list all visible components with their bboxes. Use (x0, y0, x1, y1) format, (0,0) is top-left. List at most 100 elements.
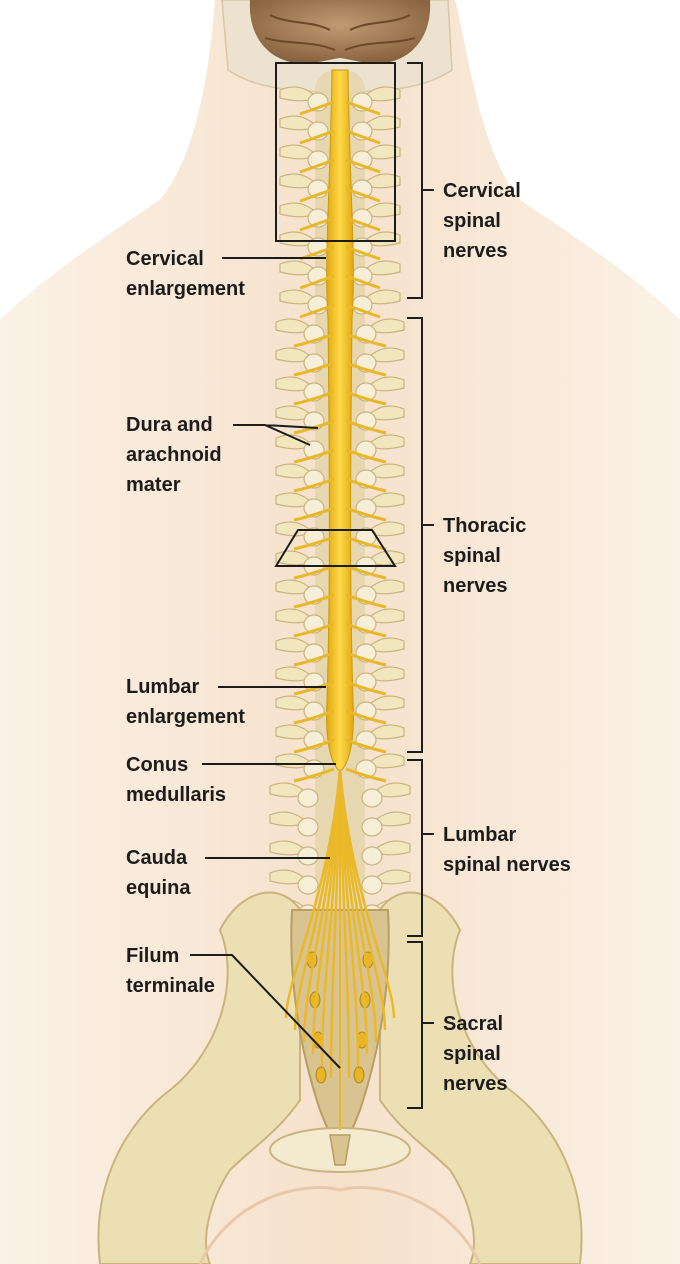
label-line: Cervical (443, 180, 521, 202)
label-line: terminale (126, 975, 215, 997)
nerve-root-left (299, 274, 335, 290)
label-line: Sacral (443, 1013, 504, 1035)
label-line: mater (126, 474, 181, 496)
sacral-bracket (407, 941, 434, 1109)
nerve-root-right (345, 564, 387, 580)
nerve-root-left (293, 332, 335, 348)
nerve-root-left (293, 709, 335, 725)
lamina-right (361, 788, 383, 808)
nerve-root-right (345, 419, 387, 435)
lamina-right (361, 875, 383, 895)
pelvis-right (379, 891, 583, 1264)
label-dura-arachnoid-mater: Dura and arachnoid mater (126, 410, 222, 500)
nerve-root-left (293, 506, 335, 522)
nerve-root-left (293, 593, 335, 609)
label-line: spinal (443, 210, 501, 232)
coccyx (329, 1134, 351, 1166)
lamina-left (297, 788, 319, 808)
label-cauda-equina: Cauda equina (126, 843, 190, 903)
label-line: spinal (443, 1043, 501, 1065)
brain (249, 0, 431, 64)
label-line: spinal nerves (443, 854, 571, 876)
label-line: Cervical (126, 248, 204, 270)
lamina-left (297, 846, 319, 866)
nerve-root-right (345, 477, 387, 493)
label-line: arachnoid (126, 444, 222, 466)
nerve-root-right (345, 332, 387, 348)
label-line: Filum (126, 945, 180, 967)
brain-folds (264, 14, 416, 51)
label-cervical-enlargement: Cervical enlargement (126, 244, 245, 304)
cauda-equina (284, 769, 396, 1079)
label-line: enlargement (126, 278, 245, 300)
nerve-root-left (299, 129, 335, 145)
label-line: Conus (126, 754, 189, 776)
foramen-right (353, 1066, 365, 1084)
nerve-root-right (345, 245, 381, 261)
nerve-root-right (345, 274, 381, 290)
label-line: Lumbar (126, 676, 200, 698)
nerve-root-left (293, 622, 335, 638)
nerve-root-right (345, 100, 381, 116)
nerve-root-left (299, 187, 335, 203)
label-filum-terminale: Filum terminale (126, 941, 215, 1001)
nerve-root-left (299, 158, 335, 174)
nerve-root-right (345, 129, 381, 145)
nerve-root-right (345, 390, 387, 406)
nerve-root-right (345, 593, 387, 609)
label-line: nerves (443, 240, 508, 262)
nerve-root-left (293, 564, 335, 580)
nerve-root-right (345, 506, 387, 522)
nerve-root-right (345, 303, 381, 319)
lamina-right (361, 817, 383, 837)
nerve-root-right (345, 187, 381, 203)
dura-leader (233, 424, 319, 446)
nerve-root-right (345, 216, 381, 232)
nerve-root-left (299, 303, 335, 319)
label-line: equina (126, 877, 191, 899)
label-line: medullaris (126, 784, 227, 806)
nerve-root-left (293, 767, 335, 783)
spinal-cord (326, 69, 354, 771)
nerve-root-left (299, 100, 335, 116)
cervical-bracket (407, 62, 434, 299)
nerve-root-right (345, 361, 387, 377)
label-conus-medullaris: Conus medullaris (126, 750, 226, 810)
nerve-root-right (345, 709, 387, 725)
nerve-root-left (293, 738, 335, 754)
thoracic-bracket (407, 317, 434, 753)
lumbar-bracket (407, 759, 434, 937)
lamina-left (297, 817, 319, 837)
label-sacral-spinal-nerves: Sacral spinal nerves (443, 1009, 508, 1099)
label-line: spinal (443, 545, 501, 567)
cauda-strand (338, 769, 396, 1019)
label-line: nerves (443, 1073, 508, 1095)
nerve-root-right (345, 767, 387, 783)
foramen-left (315, 1066, 327, 1084)
label-cervical-spinal-nerves: Cervical spinal nerves (443, 176, 521, 266)
nerve-root-right (345, 158, 381, 174)
nerve-root-right (345, 448, 387, 464)
nerve-root-left (293, 535, 335, 551)
nerve-root-right (345, 680, 387, 696)
nerve-root-left (293, 390, 335, 406)
filum-leader (190, 954, 341, 1069)
nerve-root-right (345, 622, 387, 638)
nerve-root-right (345, 535, 387, 551)
cervical-region-box (275, 62, 396, 242)
nerve-root-left (293, 361, 335, 377)
label-lumbar-spinal-nerves: Lumbar spinal nerves (443, 820, 571, 880)
label-line: enlargement (126, 706, 245, 728)
nerve-root-right (345, 738, 387, 754)
label-line: Dura and (126, 414, 213, 436)
pelvis (97, 891, 301, 1264)
nerve-root-left (293, 651, 335, 667)
nerve-root-left (293, 448, 335, 464)
cauda-strand (329, 769, 342, 1079)
label-line: Thoracic (443, 515, 527, 537)
nerve-root-left (299, 216, 335, 232)
lamina-right (361, 846, 383, 866)
label-line: Cauda (126, 847, 188, 869)
